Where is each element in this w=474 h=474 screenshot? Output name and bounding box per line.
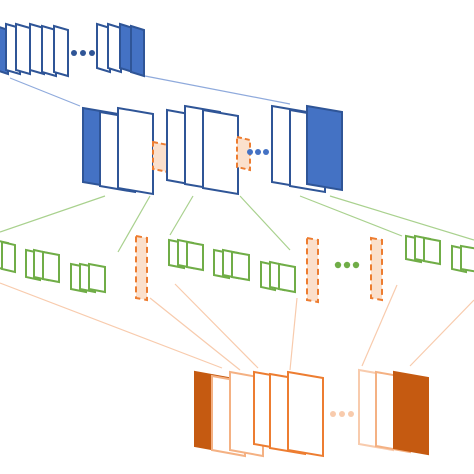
connector-line	[117, 195, 151, 253]
frame-outline	[231, 250, 250, 282]
frame-filled	[306, 104, 343, 192]
frame-outline	[42, 250, 60, 284]
frame-outline	[117, 106, 154, 196]
ellipsis-dot	[71, 50, 77, 56]
connector-line	[169, 195, 194, 236]
ellipsis-dots	[71, 50, 95, 56]
connector-line	[329, 195, 474, 241]
ellipsis-dot	[89, 50, 95, 56]
connector-line	[144, 75, 291, 105]
connector-line	[9, 77, 81, 107]
frame-dashed	[370, 236, 383, 302]
connectors-row3-to-row4	[0, 282, 474, 371]
connector-line	[0, 195, 106, 233]
frame-outline	[96, 22, 111, 74]
connector-line	[149, 297, 241, 371]
connector-line	[409, 299, 474, 367]
ellipsis-dots	[334, 261, 360, 269]
frame-outline	[88, 262, 106, 294]
connector-line	[239, 195, 291, 251]
connector-line	[174, 283, 259, 369]
connector-line	[361, 284, 398, 367]
frame-outline	[29, 22, 45, 76]
row-3-green-frames	[0, 234, 474, 304]
frame-outline	[186, 240, 204, 272]
frame-dashed	[135, 234, 148, 302]
row-2-blue-frames	[82, 104, 343, 196]
connectors-row1-to-row2	[9, 75, 291, 107]
frame-outline	[107, 22, 122, 74]
frame-outline	[460, 244, 474, 273]
frame-outline	[423, 236, 441, 266]
frame-filled	[130, 24, 145, 78]
ellipsis-dot	[255, 149, 261, 155]
ellipsis-dot	[348, 411, 354, 417]
frame-dashed	[236, 135, 251, 172]
ellipsis-dot	[334, 261, 342, 269]
frame-dashed	[152, 140, 169, 174]
connector-line	[289, 297, 298, 371]
connector-line	[0, 282, 223, 369]
frame-outline	[53, 24, 69, 78]
frame-outline	[278, 262, 296, 294]
ellipsis-dot	[247, 149, 253, 155]
ellipsis-dot	[263, 149, 269, 155]
ellipsis-dots	[247, 149, 269, 155]
connectors-row2-to-row3	[0, 195, 474, 253]
ellipsis-dot	[343, 261, 351, 269]
frame-outline	[1, 240, 16, 274]
ellipsis-dot	[339, 411, 345, 417]
frame-outline	[41, 24, 57, 78]
ellipsis-dots	[330, 411, 354, 417]
ellipsis-dot	[330, 411, 336, 417]
connector-line	[299, 195, 403, 237]
frame-filled	[393, 370, 429, 456]
row-4-orange-frames	[194, 368, 429, 458]
frame-outline	[202, 108, 239, 196]
frame-outline	[287, 370, 324, 458]
frame-dashed	[306, 236, 319, 304]
row-1-blue-frames	[0, 22, 145, 78]
ellipsis-dot	[352, 261, 360, 269]
frame-outline	[15, 22, 31, 76]
ellipsis-dot	[80, 50, 86, 56]
